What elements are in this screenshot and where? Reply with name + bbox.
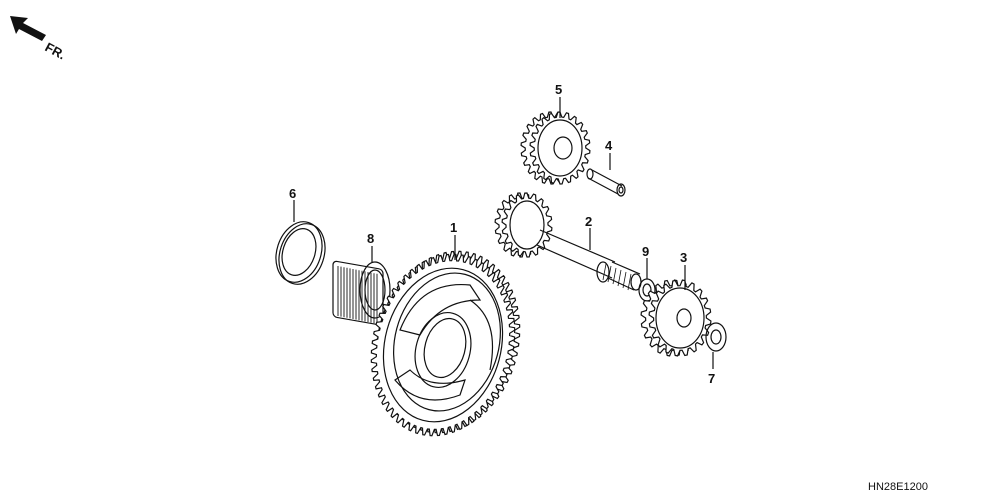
part-7-washer	[705, 322, 727, 352]
part-1-driven-gear	[370, 250, 521, 437]
shaft-spline	[612, 267, 617, 285]
shaft-spline	[602, 263, 607, 281]
shaft-spline	[607, 265, 612, 283]
gear-3-front-teeth	[648, 279, 712, 357]
callout-3: 3	[680, 250, 687, 265]
part-8-needle-bearing	[332, 260, 391, 326]
shaft-spline	[617, 269, 622, 287]
part-6-washer	[275, 221, 326, 285]
callout-7: 7	[708, 371, 715, 386]
shaft-spline	[627, 273, 632, 291]
part-5-gear	[520, 111, 591, 185]
callout-9: 9	[642, 244, 649, 259]
diagram-code: HN28E1200	[868, 481, 928, 493]
callout-8: 8	[367, 231, 374, 246]
callout-4: 4	[605, 138, 613, 153]
callout-leaders	[293, 97, 714, 369]
callout-2: 2	[585, 214, 592, 229]
shaft-spline	[622, 271, 627, 289]
part-2-shaft-gear	[494, 192, 642, 291]
arrow-icon	[10, 16, 46, 41]
part-3-gear	[640, 279, 712, 357]
gear-1-front-teeth	[370, 253, 516, 437]
callout-1: 1	[450, 220, 457, 235]
gear-5-front-teeth	[529, 111, 591, 185]
part-4-pin	[586, 168, 626, 197]
callout-6: 6	[289, 186, 296, 201]
front-label: FR.	[43, 39, 69, 62]
front-direction-indicator: FR.	[10, 16, 68, 62]
callout-5: 5	[555, 82, 562, 97]
